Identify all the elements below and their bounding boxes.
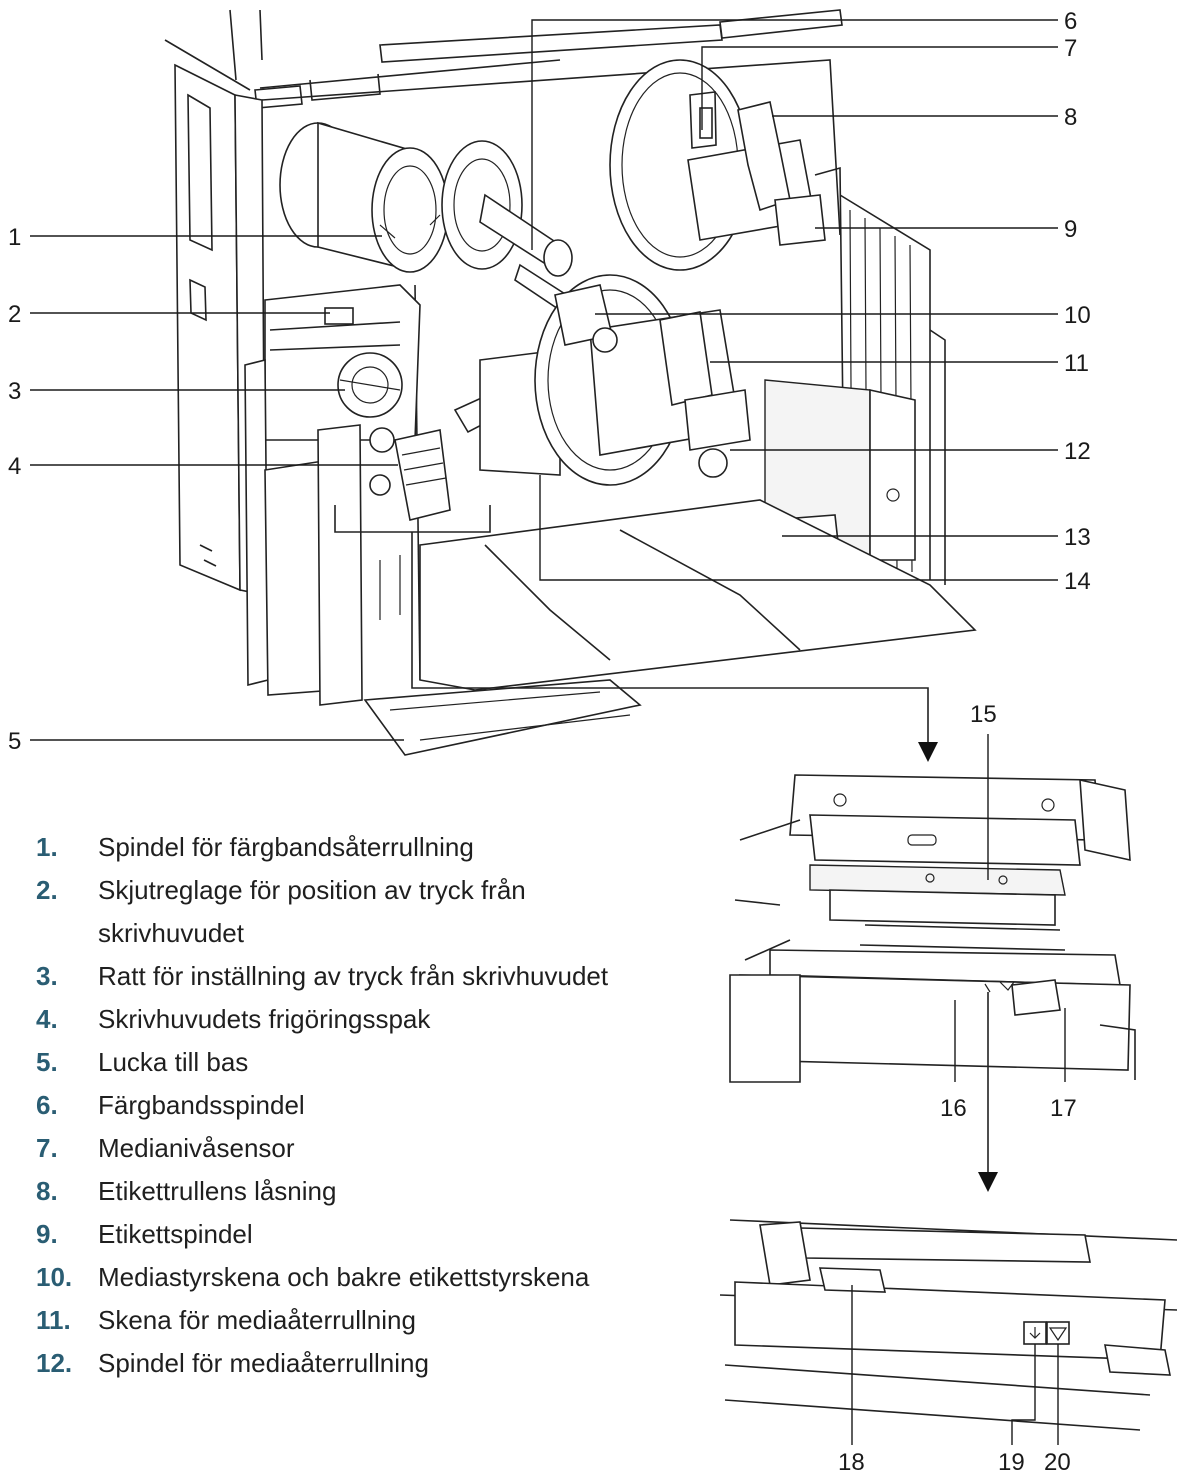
callout-5: 5 xyxy=(8,728,21,755)
legend-item: 4. Skrivhuvudets frigöringsspak xyxy=(36,998,676,1041)
callout-13: 13 xyxy=(1064,524,1091,551)
callout-18: 18 xyxy=(838,1449,865,1475)
detail-sensor-view xyxy=(719,1219,1177,1431)
callout-12: 12 xyxy=(1064,438,1091,465)
legend-text: Skrivhuvudets frigöringsspak xyxy=(98,1004,431,1034)
callout-7: 7 xyxy=(1064,35,1077,62)
legend-item: 1. Spindel för färgbandsåterrullning xyxy=(36,826,676,869)
legend-item: 9. Etikettspindel xyxy=(36,1213,676,1256)
legend-text: Mediastyrskena och bakre etikettstyrsken… xyxy=(98,1262,590,1292)
callout-16: 16 xyxy=(940,1095,967,1122)
legend-text: Ratt för inställning av tryck från skriv… xyxy=(98,961,609,991)
callout-2: 2 xyxy=(8,301,21,328)
legend-item: 3. Ratt för inställning av tryck från skr… xyxy=(36,955,676,998)
legend-number: 11. xyxy=(36,1305,71,1335)
legend-number: 12. xyxy=(36,1348,73,1378)
legend-item: 12. Spindel för mediaåterrullning xyxy=(36,1342,676,1385)
legend-text: Spindel för färgbandsåterrullning xyxy=(98,832,474,862)
callout-15: 15 xyxy=(970,701,997,728)
legend-text: Etikettspindel xyxy=(98,1219,253,1249)
legend-item: 5. Lucka till bas xyxy=(36,1041,676,1084)
callout-10: 10 xyxy=(1064,302,1091,329)
callout-19: 19 xyxy=(998,1449,1025,1475)
legend-number: 4. xyxy=(36,1004,58,1034)
callout-4: 4 xyxy=(8,453,21,480)
legend-item: 6. Färgbandsspindel xyxy=(36,1084,676,1127)
legend-number: 8. xyxy=(36,1176,58,1206)
callout-20: 20 xyxy=(1044,1449,1071,1475)
legend-item: 2. Skjutreglage för position av tryck frå… xyxy=(36,869,676,955)
legend-number: 2. xyxy=(36,875,58,905)
legend-text: Skjutreglage för position av tryck från … xyxy=(98,875,526,948)
legend-item: 11. Skena för mediaåterrullning xyxy=(36,1299,676,1342)
callout-3: 3 xyxy=(8,378,21,405)
legend-number: 6. xyxy=(36,1090,58,1120)
legend-text: Skena för mediaåterrullning xyxy=(98,1305,416,1335)
detail-print-head-view xyxy=(729,774,1136,1192)
callout-8: 8 xyxy=(1064,104,1077,131)
legend-text: Spindel för mediaåterrullning xyxy=(98,1348,429,1378)
callout-14: 14 xyxy=(1064,568,1091,595)
leader-lines xyxy=(30,19,1066,1445)
callout-11: 11 xyxy=(1064,350,1089,377)
printer-illustration xyxy=(164,9,977,762)
legend-text: Färgbandsspindel xyxy=(98,1090,305,1120)
legend-item: 10. Mediastyrskena och bakre etikettstyrs… xyxy=(36,1256,676,1299)
legend-number: 1. xyxy=(36,832,58,862)
callout-6: 6 xyxy=(1064,8,1077,35)
parts-legend: 1. Spindel för färgbandsåterrullning 2. Sk… xyxy=(36,826,676,1385)
legend-number: 7. xyxy=(36,1133,58,1163)
legend-number: 5. xyxy=(36,1047,58,1077)
legend-item: 7. Medianivåsensor xyxy=(36,1127,676,1170)
callout-9: 9 xyxy=(1064,216,1077,243)
legend-number: 9. xyxy=(36,1219,58,1249)
legend-text: Medianivåsensor xyxy=(98,1133,295,1163)
legend-number: 3. xyxy=(36,961,58,991)
callout-1: 1 xyxy=(8,224,21,251)
legend-text: Etikettrullens låsning xyxy=(98,1176,337,1206)
legend-text: Lucka till bas xyxy=(98,1047,249,1077)
callout-labels: 1 2 3 4 5 6 7 8 9 10 11 12 13 14 15 16 1… xyxy=(8,8,1091,1475)
callout-17: 17 xyxy=(1050,1095,1077,1122)
legend-item: 8. Etikettrullens låsning xyxy=(36,1170,676,1213)
legend-number: 10. xyxy=(36,1262,73,1292)
